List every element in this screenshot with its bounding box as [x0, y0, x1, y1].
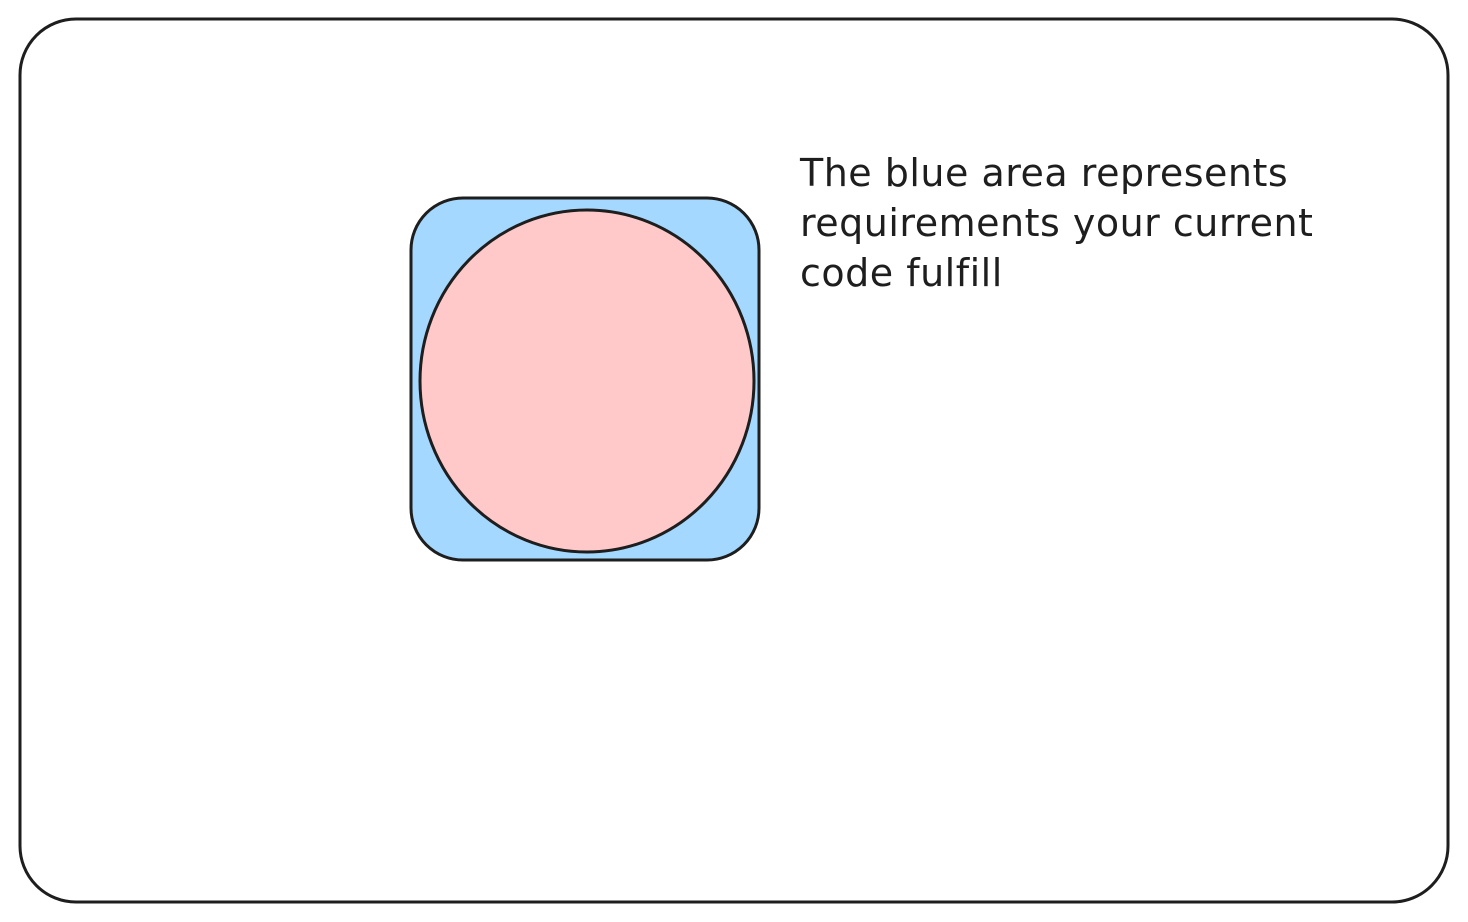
annotation-text: The blue area represents requirements yo…	[800, 151, 1314, 295]
pink-circle	[418, 208, 756, 554]
